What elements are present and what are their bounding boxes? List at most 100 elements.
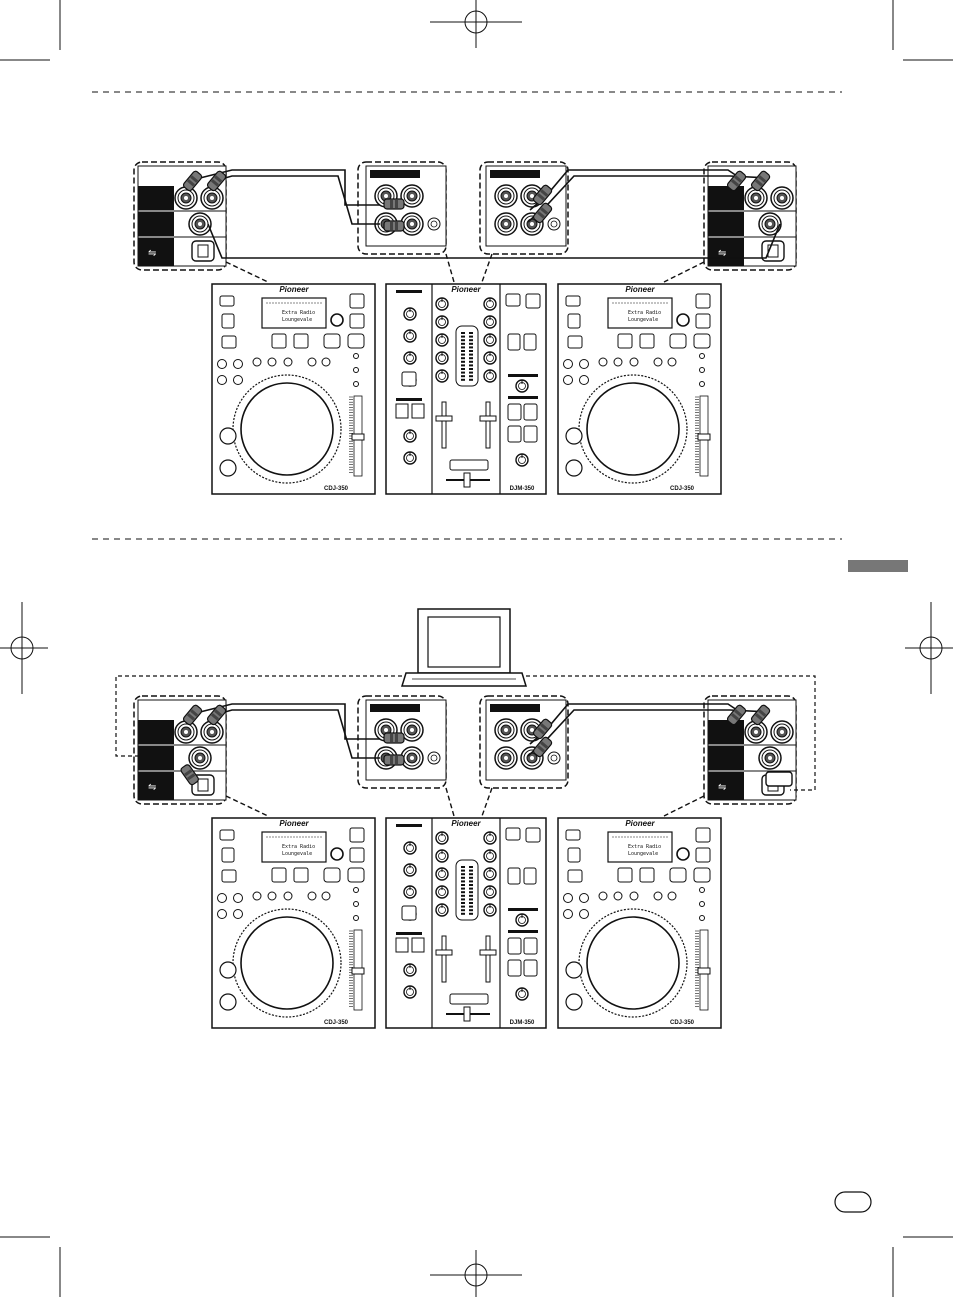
indicator-1 — [354, 902, 359, 907]
folder-button — [568, 314, 580, 328]
fx-button-b — [412, 938, 424, 952]
indicator-2 — [354, 916, 359, 921]
small-button-2 — [564, 910, 573, 919]
cue-button — [566, 962, 582, 978]
small-button-3 — [580, 376, 589, 385]
audio-cable-left-2 — [225, 176, 380, 224]
tag-button — [640, 334, 654, 348]
indicator-2 — [700, 382, 705, 387]
cue-button-0 — [599, 892, 607, 900]
mixer-model-label: DJM-350 — [510, 1020, 535, 1026]
fx-button-a — [396, 938, 408, 952]
small-button-2 — [218, 376, 227, 385]
tempo-slider-knob — [352, 968, 364, 974]
tempo-slider-knob — [352, 434, 364, 440]
master-level-knob — [516, 454, 528, 466]
sampler-button — [506, 294, 520, 306]
jog-wheel — [587, 917, 679, 1009]
tempo-slider-knob — [698, 968, 710, 974]
usb-plug-right — [766, 772, 792, 786]
sampler-button — [506, 828, 520, 840]
sample-pad-2 — [508, 426, 521, 442]
cue-button-1 — [268, 358, 276, 366]
registration-mark-left — [0, 602, 48, 694]
folder-button — [222, 314, 234, 328]
cue-button-4 — [668, 892, 676, 900]
player-model-label: CDJ-350 — [324, 1020, 349, 1026]
eject-button — [566, 296, 580, 306]
indicator-0 — [354, 888, 359, 893]
usb-button — [696, 848, 710, 862]
display-line-1: Extra Radio — [628, 310, 661, 316]
small-button-3 — [234, 910, 243, 919]
fx-button-b — [412, 404, 424, 418]
effect-button — [402, 906, 416, 920]
ch2-knob-3 — [484, 886, 496, 898]
cue-button-1 — [614, 358, 622, 366]
tag-button — [640, 868, 654, 882]
back-button — [272, 868, 286, 882]
fx-knob-2 — [404, 986, 416, 998]
ch2-knob-1 — [484, 850, 496, 862]
registration-mark-bottom — [430, 1250, 522, 1297]
disc-button — [350, 828, 364, 842]
player-model-label: CDJ-350 — [324, 486, 349, 492]
ch1-knob-2 — [436, 334, 448, 346]
small-button-0 — [218, 894, 227, 903]
cue-button-3 — [654, 892, 662, 900]
menu-button — [222, 336, 236, 348]
headphone-level-knob — [516, 914, 528, 926]
mixer-input-panel-ch1 — [366, 166, 446, 246]
cue-button-3 — [654, 358, 662, 366]
page-side-tab — [848, 560, 908, 572]
cue-button-1 — [268, 892, 276, 900]
small-button-1 — [580, 894, 589, 903]
rec-button — [526, 828, 540, 842]
ch2-knob-0 — [484, 298, 496, 310]
eject-button — [220, 830, 234, 840]
brand-logo: Pioneer — [279, 819, 309, 828]
audio-cable-left-2 — [225, 710, 380, 758]
cue-button-0 — [253, 892, 261, 900]
menu-button — [568, 336, 582, 348]
beat-button — [670, 334, 686, 348]
rca-plug-mixer1-0 — [384, 733, 404, 743]
play-pause-button — [220, 460, 236, 476]
ch1-knob-1 — [436, 316, 448, 328]
cue-button-2 — [630, 892, 638, 900]
tag-button — [294, 334, 308, 348]
display-line-2: Loungevale — [628, 317, 658, 323]
cue-ch1-button — [508, 334, 520, 350]
display-line-1: Extra Radio — [282, 844, 315, 850]
small-button-0 — [218, 360, 227, 369]
ch2-knob-4 — [484, 370, 496, 382]
level-meter — [456, 326, 478, 386]
cue-ch2-button — [524, 334, 536, 350]
jog-wheel — [241, 917, 333, 1009]
cue-button-0 — [253, 358, 261, 366]
ch1-knob-0 — [436, 832, 448, 844]
mic-knob-1 — [404, 330, 416, 342]
ch1-knob-0 — [436, 298, 448, 310]
play-pause-button — [566, 994, 582, 1010]
cue-button-2 — [630, 358, 638, 366]
disc-button — [350, 294, 364, 308]
mic-knob-2 — [404, 352, 416, 364]
registration-mark-top — [430, 0, 522, 48]
mixer-input-panel-ch2 — [486, 700, 566, 780]
rec-button — [526, 294, 540, 308]
ch1-knob-3 — [436, 886, 448, 898]
brand-logo: Pioneer — [625, 819, 655, 828]
cue-button-1 — [614, 892, 622, 900]
jog-wheel — [587, 383, 679, 475]
sample-pad-0 — [508, 938, 521, 954]
small-button-0 — [564, 894, 573, 903]
display-line-2: Loungevale — [282, 851, 312, 857]
djm-350-mixer: PioneerDJM-350 — [386, 284, 546, 494]
beat-button — [670, 868, 686, 882]
ch2-knob-0 — [484, 832, 496, 844]
loop-button — [694, 868, 710, 882]
